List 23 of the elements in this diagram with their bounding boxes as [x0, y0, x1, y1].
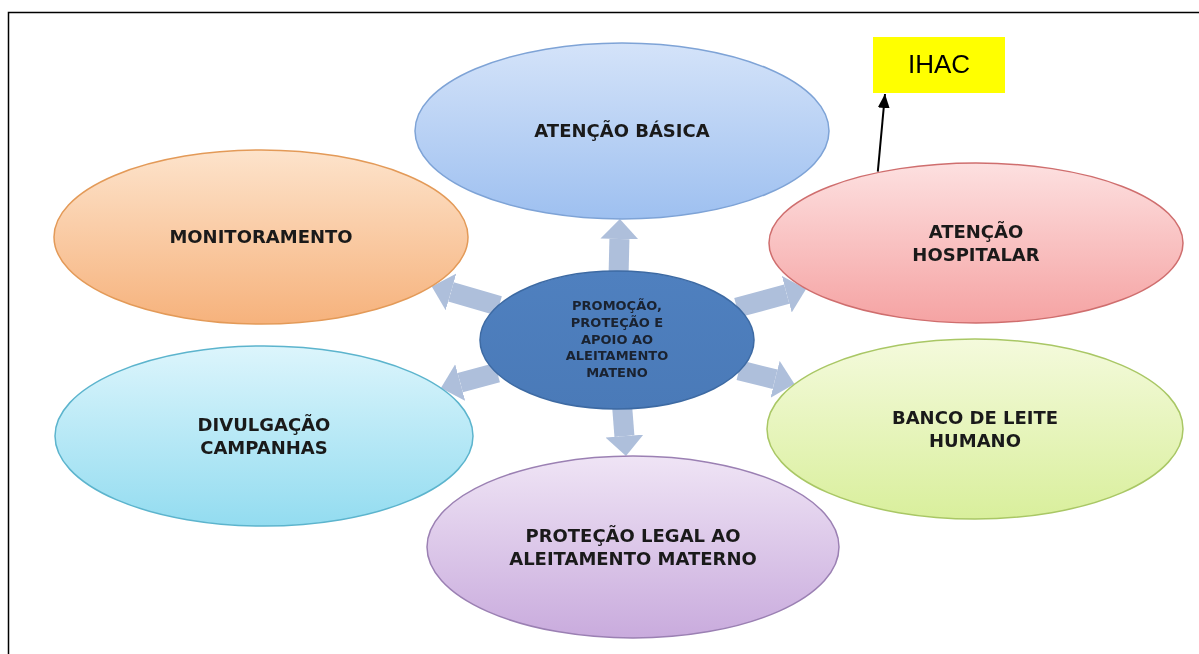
topic-ellipse — [766, 338, 1184, 520]
topic-ellipse — [426, 455, 840, 639]
topic-ellipse — [53, 149, 469, 325]
node-label: PROMOÇÃO, PROTEÇÃO E APOIO AO ALEITAMENTO MATENO — [564, 297, 670, 383]
node-label: PROTEÇÃO LEGAL AO ALEITAMENTO MATERNO — [508, 523, 758, 571]
node-label: IHAC — [906, 48, 972, 82]
arrow — [876, 93, 890, 173]
block-arrow — [734, 275, 807, 318]
node-label: ATENÇÃO BÁSICA — [533, 119, 711, 143]
block-arrow — [605, 407, 644, 457]
block-arrow — [736, 360, 795, 398]
label-box — [873, 37, 1005, 93]
node-label: BANCO DE LEITE HUMANO — [890, 405, 1059, 453]
center-ellipse — [479, 270, 755, 410]
node-label: DIVULGAÇÃO CAMPANHAS — [196, 412, 332, 460]
block-arrow — [440, 362, 500, 401]
block-arrow — [431, 273, 502, 316]
node-label: MONITORAMENTO — [168, 225, 354, 249]
block-arrow — [600, 219, 639, 273]
topic-ellipse — [768, 162, 1184, 324]
topic-ellipse — [414, 42, 830, 220]
topic-ellipse — [54, 345, 474, 527]
node-label: ATENÇÃO HOSPITALAR — [911, 219, 1041, 267]
